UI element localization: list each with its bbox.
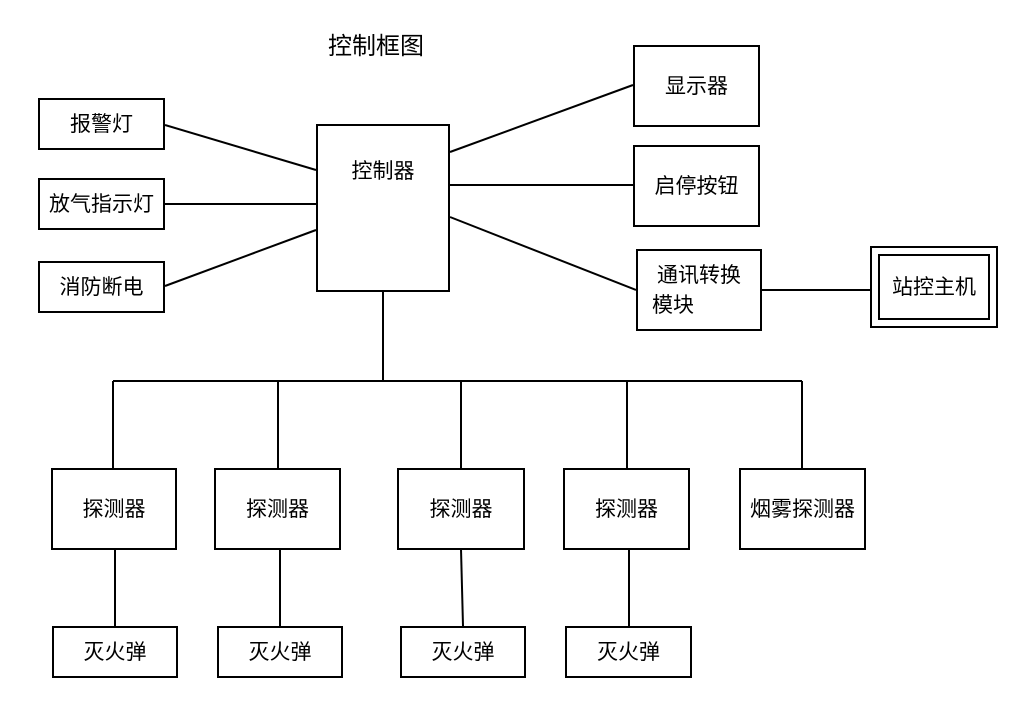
edge-alarm-light-controller [164,124,317,171]
node-power-cut: 消防断电 [38,261,165,313]
edge-controller-comm-module [449,216,637,291]
station-host-inner-frame: 站控主机 [878,254,990,320]
node-extinguisher-2: 灭火弹 [217,626,343,678]
node-controller: 控制器 [316,124,450,292]
node-alarm-light: 报警灯 [38,98,165,150]
node-comm-module: 通讯转换 模块 [636,249,762,331]
node-detector-3: 探测器 [397,468,525,550]
node-detector-2: 探测器 [214,468,341,550]
node-extinguisher-1: 灭火弹 [52,626,178,678]
diagram-title: 控制框图 [328,32,424,60]
edge-detector-3-extinguisher-3 [460,548,464,627]
node-smoke-detector: 烟雾探测器 [739,468,866,550]
comm-module-label-line1: 通讯转换 [657,263,741,287]
node-start-stop-button: 启停按钮 [633,145,760,227]
node-display: 显示器 [633,45,760,127]
node-extinguisher-4: 灭火弹 [565,626,692,678]
comm-module-label-line2: 模块 [652,293,694,317]
node-detector-4: 探测器 [563,468,690,550]
node-extinguisher-3: 灭火弹 [400,626,526,678]
node-detector-1: 探测器 [51,468,177,550]
node-release-indicator: 放气指示灯 [38,178,165,230]
node-station-host: 站控主机 [870,246,998,328]
edge-controller-display [449,84,634,153]
edge-power-cut-controller [164,229,317,287]
station-host-label: 站控主机 [892,275,976,299]
